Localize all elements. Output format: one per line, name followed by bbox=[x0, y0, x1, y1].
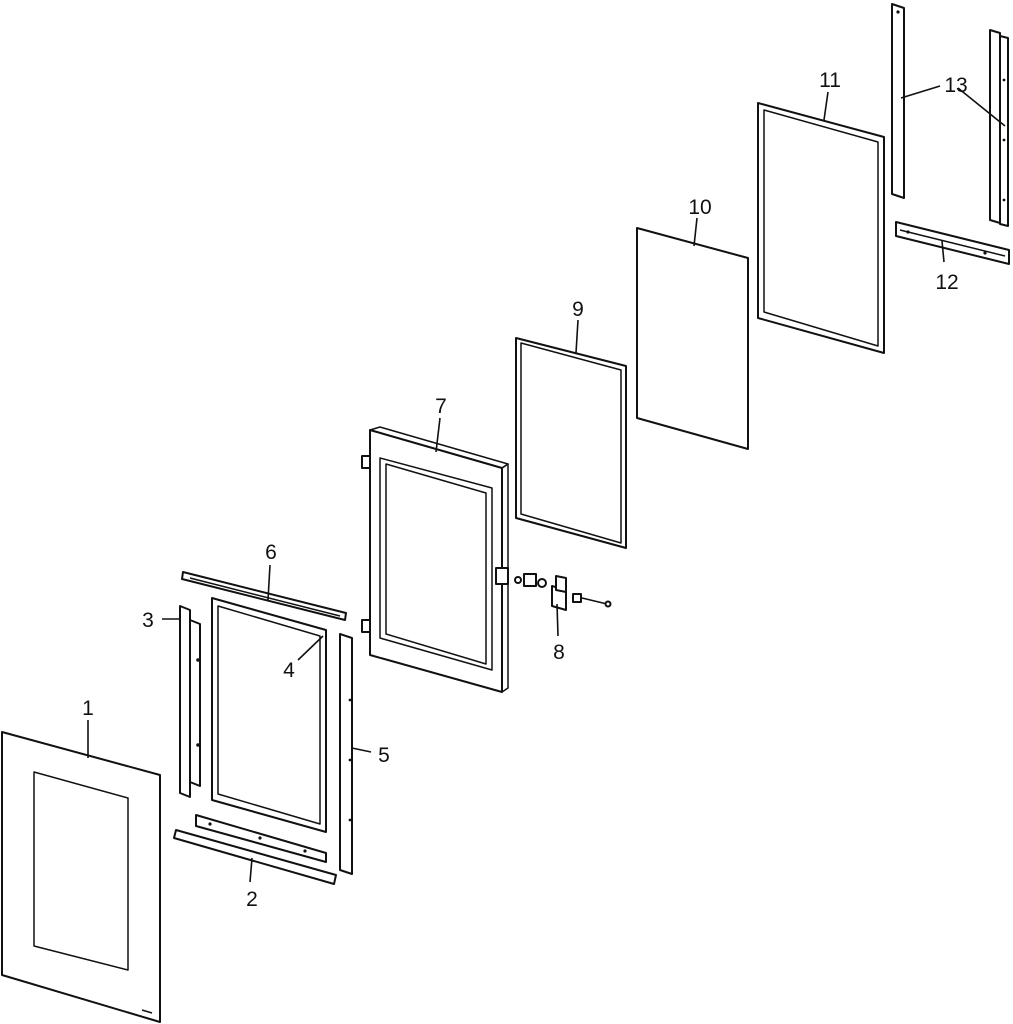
callout-5: 5 bbox=[378, 744, 390, 767]
part-2-bottom-trim bbox=[173, 814, 337, 885]
part-4-choke-frame bbox=[211, 597, 327, 833]
callout-7: 7 bbox=[435, 395, 447, 418]
part-6-top-trim bbox=[181, 571, 347, 621]
callout-2: 2 bbox=[246, 888, 258, 911]
part-1-outer-glass-panel bbox=[1, 731, 161, 1023]
callout-labels: 1 2 3 4 5 6 7 8 9 10 11 12 13 bbox=[82, 69, 968, 911]
callout-3: 3 bbox=[142, 609, 154, 632]
part-12-lower-bracket bbox=[895, 221, 1010, 265]
callout-6: 6 bbox=[265, 541, 277, 564]
part-3-left-side-trim bbox=[179, 605, 201, 798]
leader-lines bbox=[87, 85, 1006, 883]
part-7-door-frame bbox=[361, 426, 509, 693]
callout-8: 8 bbox=[553, 641, 565, 664]
part-5-right-side-trim bbox=[339, 633, 353, 875]
part-10-inner-panel bbox=[636, 227, 749, 450]
callout-12: 12 bbox=[935, 271, 958, 294]
callout-4: 4 bbox=[283, 659, 295, 682]
callout-10: 10 bbox=[688, 196, 711, 219]
part-11-choke-cover bbox=[757, 102, 885, 354]
part-13-side-brackets bbox=[891, 3, 1009, 227]
callout-9: 9 bbox=[572, 298, 584, 321]
callout-1: 1 bbox=[82, 697, 94, 720]
callout-11: 11 bbox=[819, 69, 841, 92]
callout-13: 13 bbox=[944, 74, 967, 97]
part-9-gasket bbox=[515, 337, 627, 549]
part-8-latch-assembly bbox=[514, 573, 612, 611]
